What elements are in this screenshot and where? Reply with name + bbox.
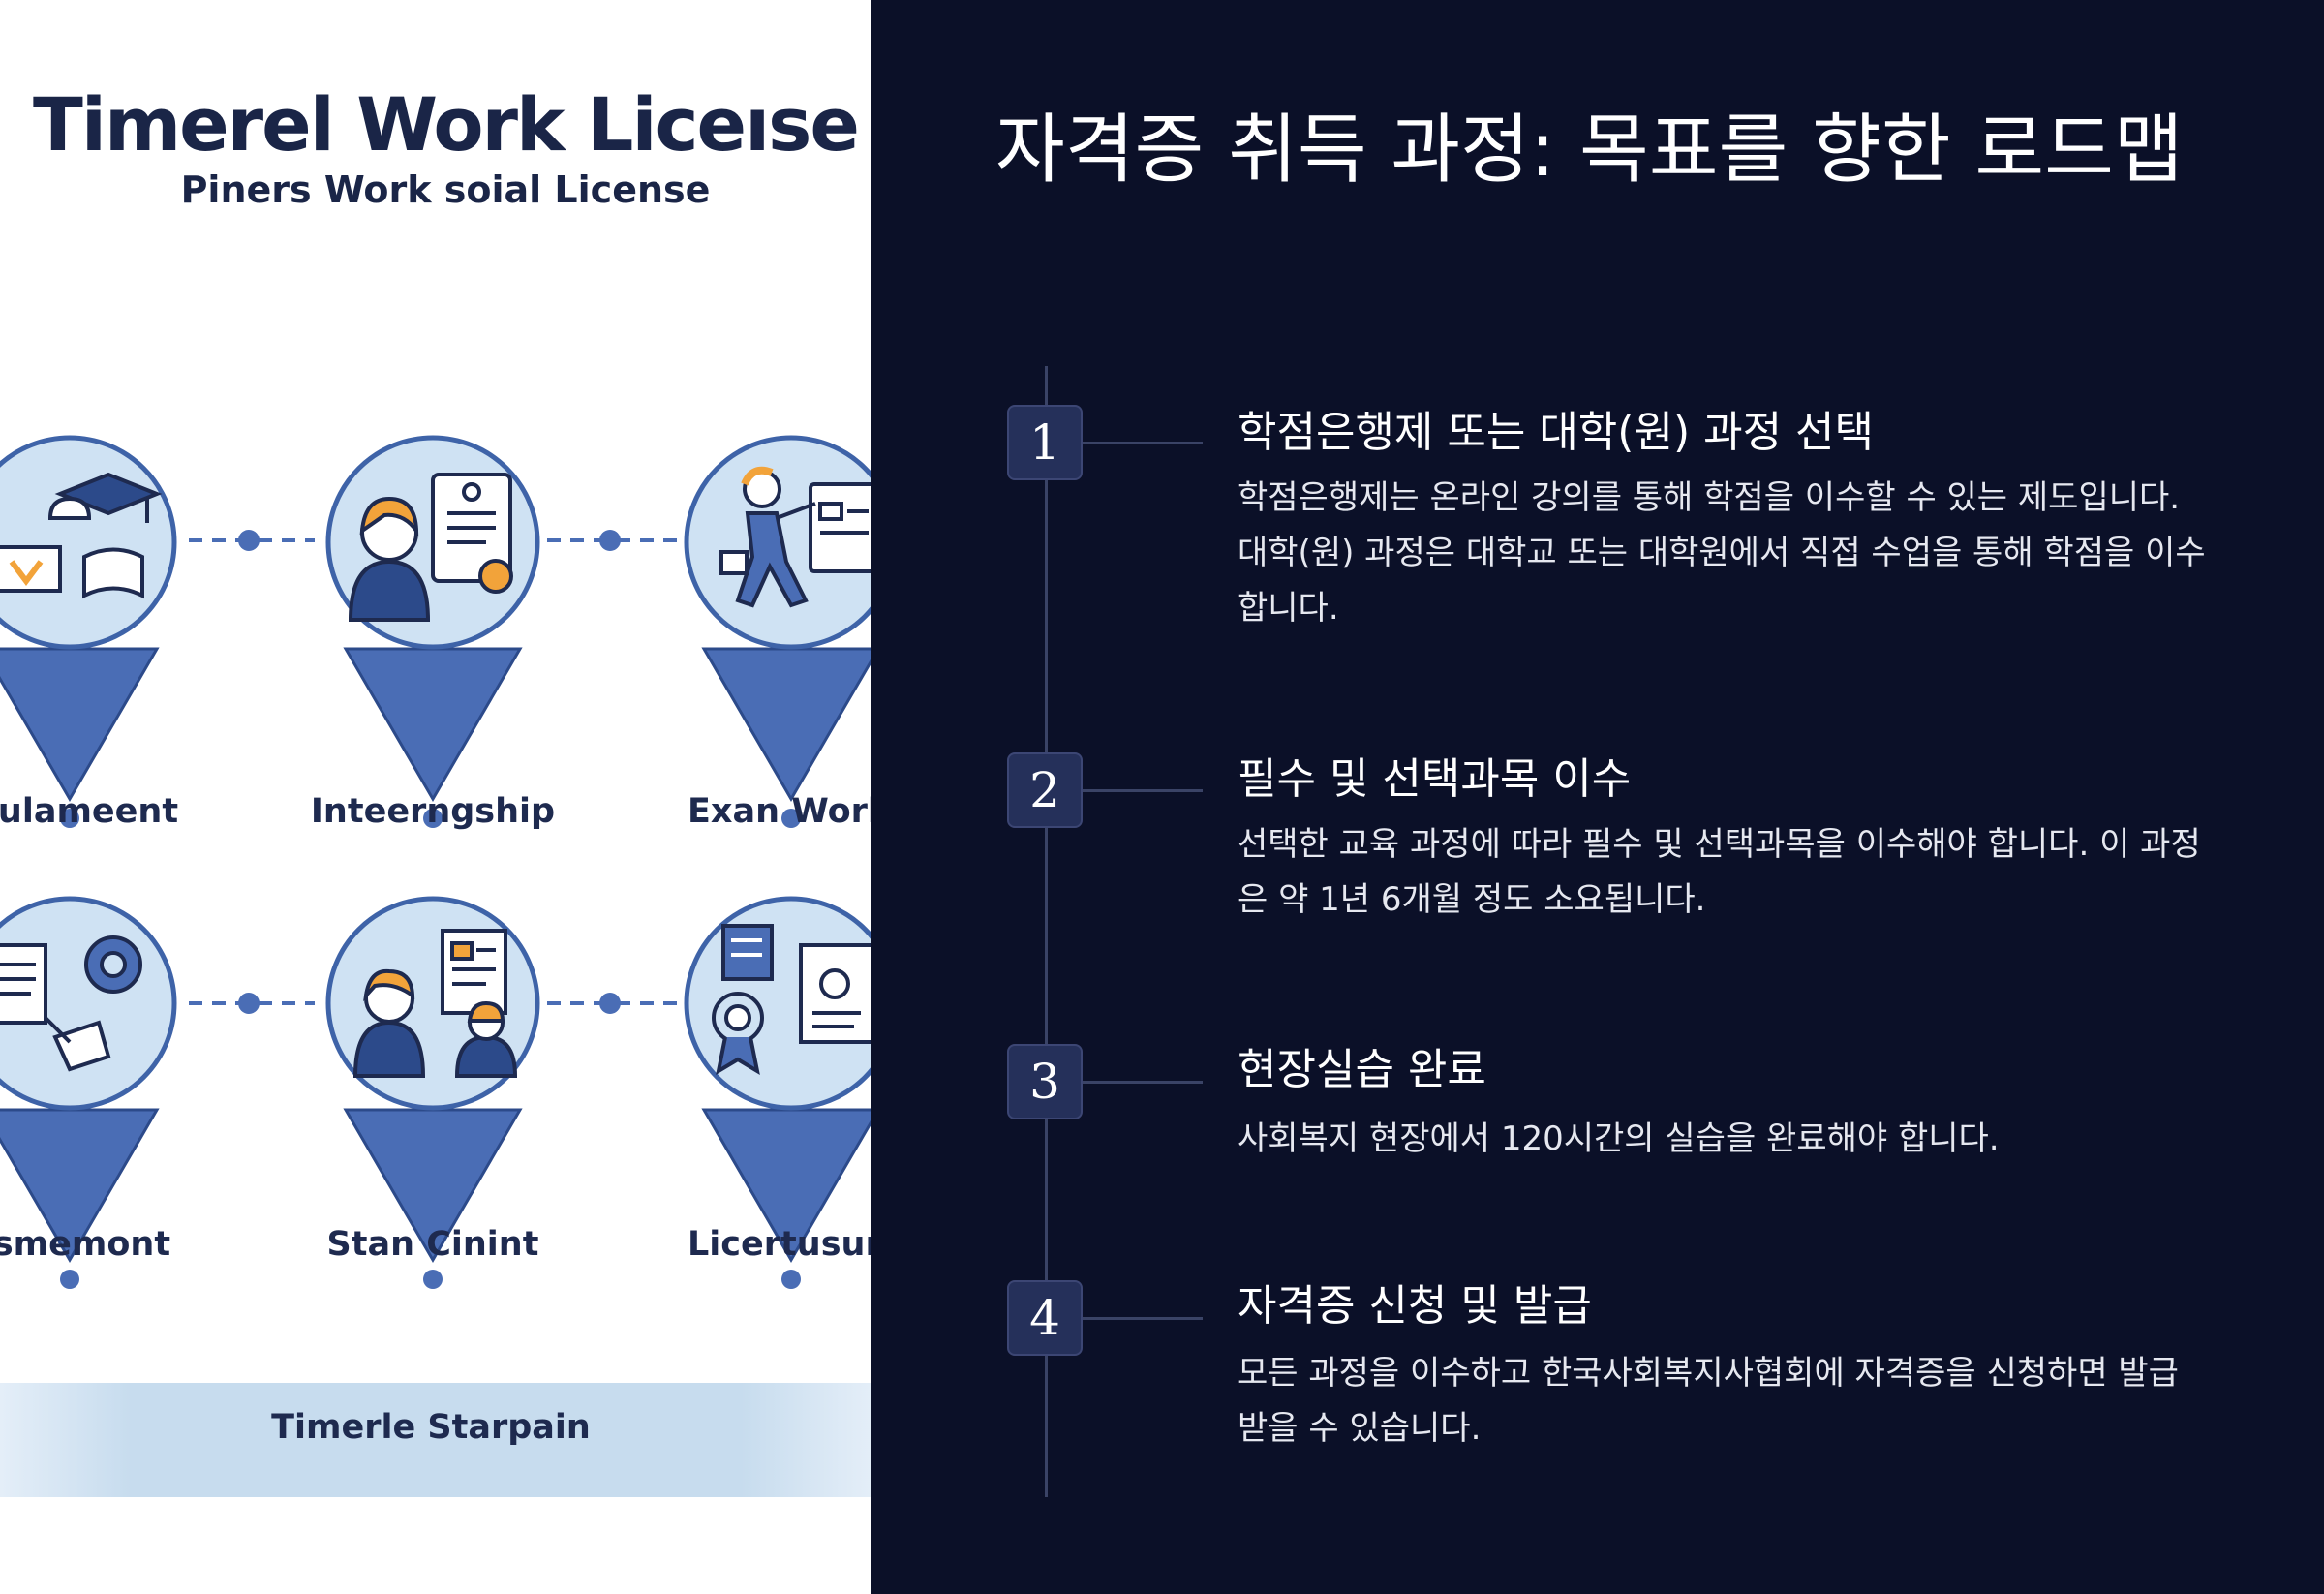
- step-3-connector: [1083, 1081, 1203, 1084]
- step-4-description: 모든 과정을 이수하고 한국사회복지사협회에 자격증을 신청하면 발급받을 수 …: [1238, 1354, 2179, 1448]
- step-3-description: 사회복지 현장에서 120시간의 실습을 완료해야 합니다.: [1238, 1119, 2000, 1158]
- page-title: 자격증 취득 과정: 목표를 향한 로드맵: [995, 107, 2184, 194]
- pin-label-usmemont: usmemont: [0, 1225, 171, 1264]
- intern-person-icon: [348, 473, 513, 622]
- step-1-description: 학점은행제는 온라인 강의를 통해 학점을 이수할 수 있는 제도입니다. 대학…: [1238, 478, 2206, 628]
- illustration-panel: Timerel Work Liceıse Piners Work soial L…: [0, 0, 872, 1594]
- step-1-connector: [1083, 442, 1203, 444]
- pin-label-licertusure: Licertusure: [688, 1225, 872, 1264]
- step-4-title: 자격증 신청 및 발급: [1238, 1281, 1592, 1331]
- step-1-title: 학점은행제 또는 대학(원) 과정 선택: [1238, 408, 1874, 457]
- graduation-cap-icon: [0, 472, 163, 599]
- timeline-line: [1045, 366, 1048, 1497]
- pin-internship: [328, 438, 537, 828]
- pin-label-exan-work: Exan Work: [688, 792, 872, 831]
- pin-label-stan-cinint: Stan Cinint: [326, 1225, 539, 1264]
- step-2-connector: [1083, 789, 1203, 792]
- connector-dot: [599, 530, 621, 551]
- certificate-award-icon: [712, 924, 872, 1076]
- pin-assessment: [0, 899, 174, 1289]
- step-2-badge: 2: [1007, 752, 1083, 828]
- illustration-title: Timerel Work Liceıse: [33, 81, 860, 168]
- team-people-icon: [352, 929, 518, 1078]
- connector-dot: [599, 993, 621, 1014]
- step-2-description: 선택한 교육 과정에 따라 필수 및 선택과목을 이수해야 합니다. 이 과정은…: [1238, 825, 2201, 919]
- pin-label-crulameent: crulameent: [0, 792, 179, 831]
- documents-gear-icon: [0, 935, 142, 1072]
- step-1-badge: 1: [1007, 405, 1083, 480]
- step-3-badge: 3: [1007, 1044, 1083, 1119]
- pin-graduation: [0, 438, 174, 828]
- step-4-badge: 4: [1007, 1280, 1083, 1356]
- pin-label-inteerngship: Inteerngship: [310, 792, 556, 831]
- roadmap-illustration: [0, 0, 872, 1594]
- step-2-title: 필수 및 선택과목 이수: [1238, 754, 1632, 804]
- illustration-subtitle: Piners Work soial License: [180, 169, 711, 211]
- roadmap-panel: 자격증 취득 과정: 목표를 향한 로드맵 1 학점은행제 또는 대학(원) 과…: [872, 0, 2324, 1594]
- walking-worker-icon: [719, 466, 872, 608]
- illustration-banner: [0, 1383, 872, 1497]
- connector-dot: [238, 530, 260, 551]
- step-4-connector: [1083, 1317, 1203, 1320]
- connector-dot: [238, 993, 260, 1014]
- illustration-banner-text: Timerle Starpain: [271, 1408, 591, 1447]
- pin-exam-work: [687, 438, 872, 828]
- step-3-title: 현장실습 완료: [1238, 1045, 1486, 1094]
- pin-licensure: [687, 899, 872, 1289]
- pin-start-clinic: [328, 899, 537, 1289]
